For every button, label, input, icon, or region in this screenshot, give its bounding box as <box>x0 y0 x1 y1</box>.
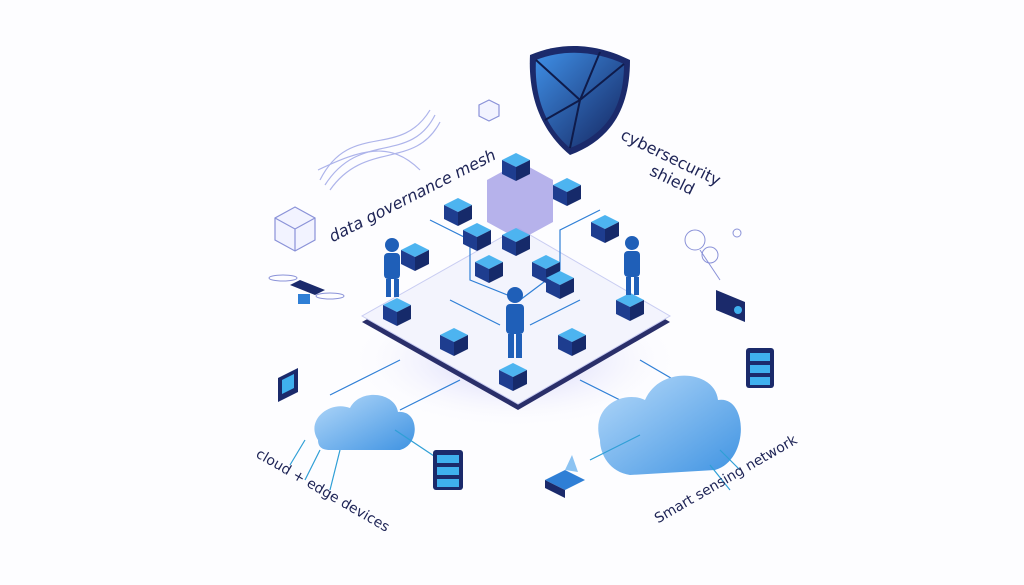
cloud-right-icon <box>598 375 741 475</box>
server-rack-right-icon <box>746 348 774 388</box>
cloud-left-icon <box>314 394 415 450</box>
cube-face <box>630 300 644 321</box>
cube-face <box>516 160 530 181</box>
cube-face <box>591 222 605 243</box>
cube-face <box>499 370 513 391</box>
cube-face <box>546 278 560 299</box>
cube-face <box>440 335 454 356</box>
cube-face <box>444 205 458 226</box>
server-rack-icon <box>433 450 463 490</box>
cube-face <box>463 230 477 251</box>
cube-face <box>475 262 489 283</box>
camera-icon <box>716 290 745 322</box>
cube-face <box>553 185 567 206</box>
cloud-connections <box>289 429 741 491</box>
cube-face <box>605 222 619 243</box>
shield-icon <box>529 45 630 156</box>
cube-face <box>516 235 530 256</box>
cube-face <box>415 250 429 271</box>
cube-face <box>560 278 574 299</box>
cube-face <box>502 235 516 256</box>
edge-device-icon <box>278 368 298 402</box>
molecule-icon <box>684 228 742 281</box>
cube-face <box>502 160 516 181</box>
wireframe-cube-icon <box>274 99 500 252</box>
cube-face <box>572 335 586 356</box>
cube-face <box>458 205 472 226</box>
drone-icon <box>268 274 345 304</box>
cube-face <box>383 305 397 326</box>
cube-face <box>513 370 527 391</box>
circuit-lines <box>329 209 701 411</box>
cube-face <box>532 262 546 283</box>
robot-left <box>384 238 400 297</box>
cube-face <box>558 335 572 356</box>
robot-right <box>624 236 640 295</box>
cube-face <box>616 300 630 321</box>
cube-face <box>477 230 491 251</box>
robot-center <box>506 287 524 358</box>
sensor-device-icon <box>545 455 585 498</box>
hub-hexagon <box>487 162 553 240</box>
cube-face <box>567 185 581 206</box>
robot-figures <box>384 236 640 358</box>
cube-face <box>454 335 468 356</box>
cube-face <box>489 262 503 283</box>
cube-face <box>397 305 411 326</box>
data-swirl-icon <box>317 109 441 191</box>
data-cubes <box>383 153 644 391</box>
cube-face <box>401 250 415 271</box>
